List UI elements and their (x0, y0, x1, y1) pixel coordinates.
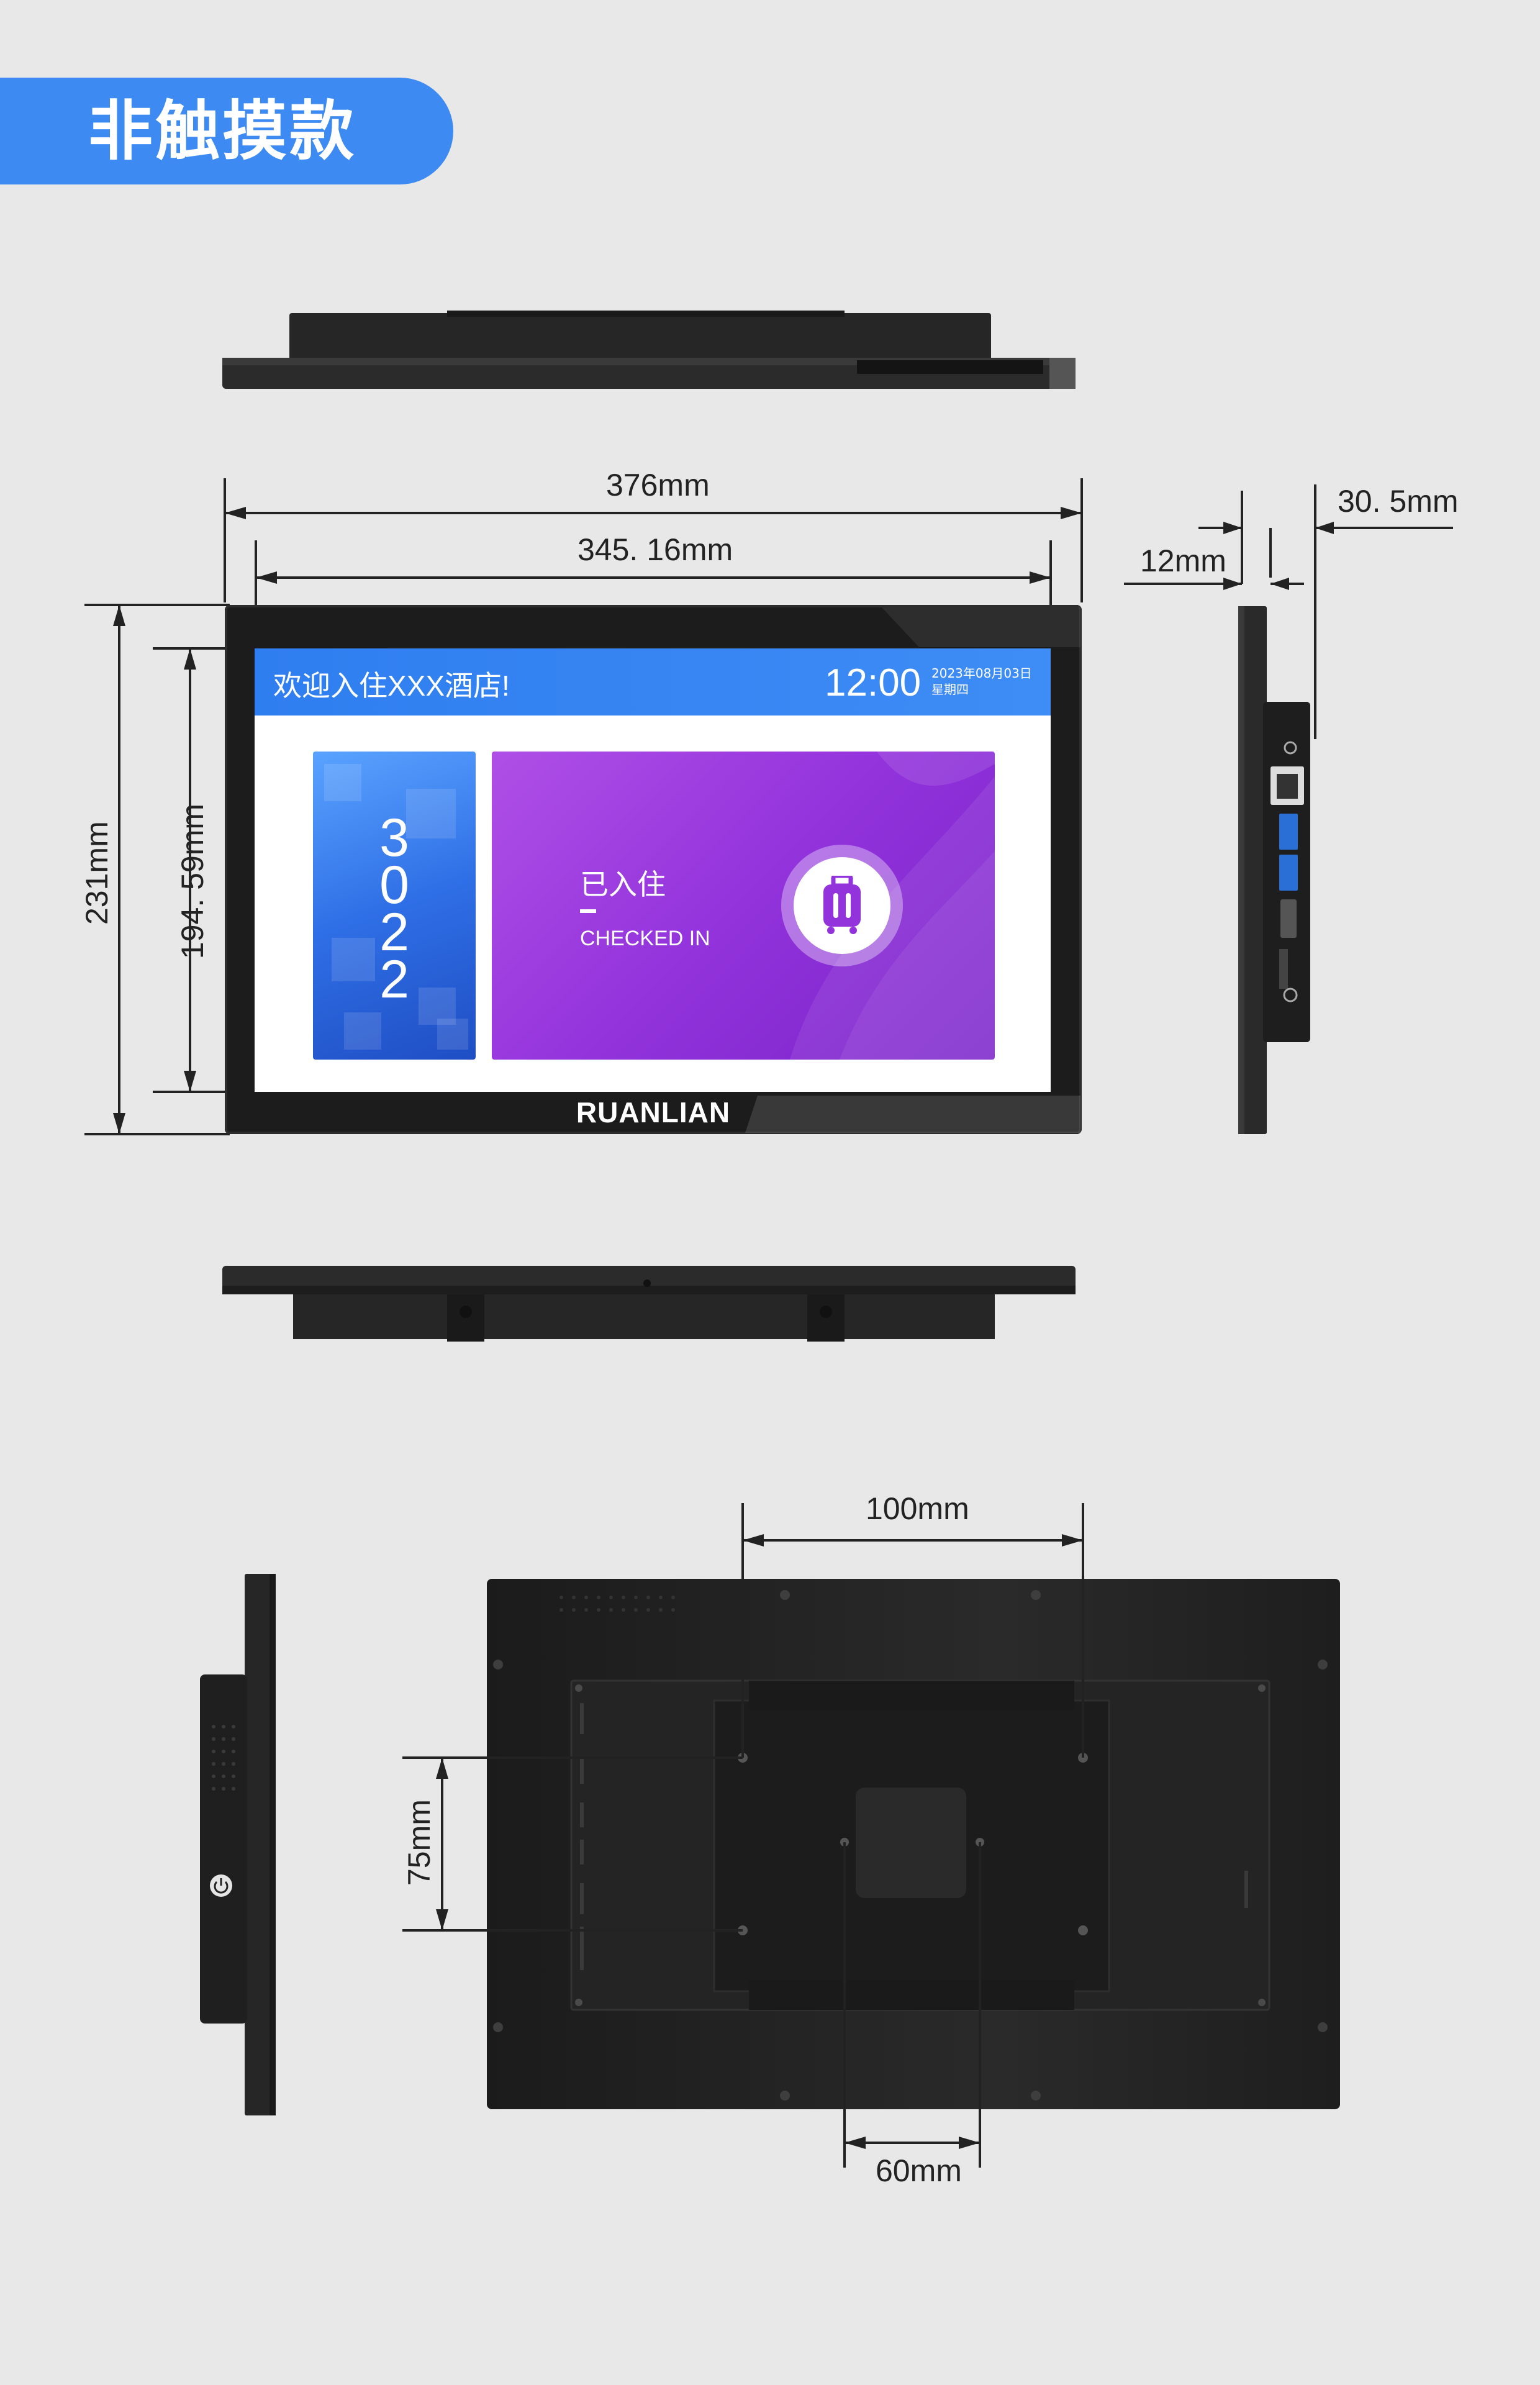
depth-total-label: 30. 5mm (1338, 484, 1459, 519)
status-card-swirl (790, 752, 995, 1060)
vesa-dimension-lines (402, 1503, 1084, 2168)
vesa-vertical-label: 75mm (402, 1799, 437, 1886)
room-digit: 0 (379, 855, 409, 915)
weekday-text: 星期四 (931, 682, 969, 697)
device-top-view (222, 311, 1076, 389)
screen-width-label: 345. 16mm (578, 532, 733, 567)
device-side-view (1124, 484, 1453, 1134)
display-screen: 欢迎入住XXX酒店! 12:00 2023年08月03日 星期四 3 0 2 2… (255, 648, 1051, 1092)
device-left-profile (200, 1574, 276, 2115)
checkin-status-card: 已入住 CHECKED IN (492, 752, 995, 1060)
depth-bezel-label: 12mm (1140, 543, 1226, 578)
status-en: CHECKED IN (580, 927, 710, 950)
brand-logo-text: RUANLIAN (576, 1096, 731, 1129)
room-digit: 2 (379, 902, 409, 962)
screen-header-bar: 欢迎入住XXX酒店! 12:00 2023年08月03日 星期四 (255, 648, 1051, 716)
power-icon (210, 1874, 232, 1897)
device-bottom-view (222, 1266, 1076, 1342)
vesa-small-label: 60mm (876, 2153, 962, 2188)
room-digit: 2 (379, 950, 409, 1009)
overall-height-label: 231mm (79, 821, 114, 925)
vesa-horizontal-label: 100mm (866, 1491, 969, 1526)
back-panel-details (493, 1590, 1328, 2101)
suitcase-icon (823, 876, 861, 934)
screen-height-label: 194. 59mm (175, 803, 210, 960)
status-cn: 已入住 (580, 868, 666, 901)
room-number-card: 3 0 2 2 (313, 752, 476, 1060)
status-divider (580, 909, 596, 913)
width-dimension-lines (224, 478, 1083, 634)
clock-time: 12:00 (825, 661, 922, 704)
bezel-corner-gloss (882, 607, 1080, 647)
overall-width-label: 376mm (606, 468, 710, 502)
title-tag: 非触摸款 (0, 78, 453, 184)
date-text: 2023年08月03日 (931, 666, 1032, 681)
bezel-bottom-gloss (745, 1096, 1080, 1133)
room-digit: 3 (379, 808, 409, 868)
welcome-text: 欢迎入住XXX酒店! (273, 670, 510, 702)
